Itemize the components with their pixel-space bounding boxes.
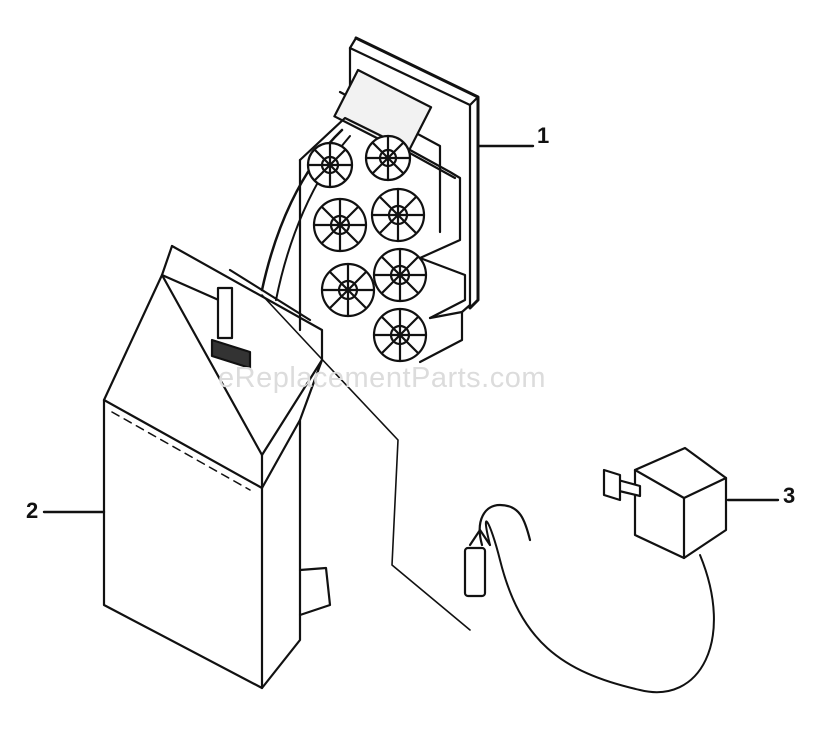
wire-lead (261, 294, 471, 631)
watermark-text: eReplacementParts.com (218, 362, 547, 394)
leader-lines (42, 144, 780, 514)
ac-adapter-part (463, 446, 728, 693)
callout-1: 1 (537, 123, 550, 148)
callout-3: 3 (783, 483, 796, 508)
battery-cells (306, 134, 428, 363)
housing-box-part (102, 244, 332, 690)
callout-2: 2 (26, 498, 39, 523)
